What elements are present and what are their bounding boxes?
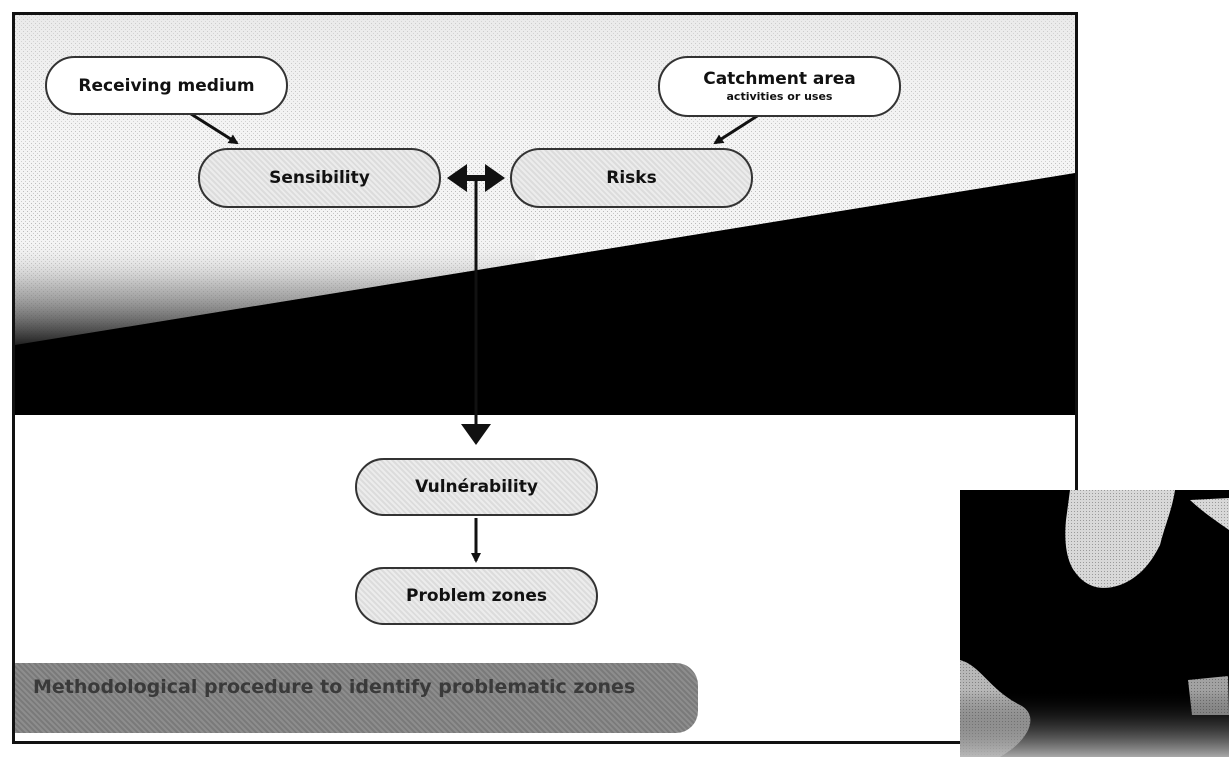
- receiving-medium-label: Receiving medium: [78, 75, 255, 96]
- diagram-frame: Receiving medium Catchment area activiti…: [12, 12, 1078, 744]
- catchment-area-sublabel: activities or uses: [726, 90, 833, 103]
- receiving-medium-box: Receiving medium: [45, 56, 288, 115]
- vertical-connector-head: [461, 424, 491, 445]
- sensibility-label: Sensibility: [269, 168, 370, 188]
- risks-label: Risks: [606, 168, 657, 188]
- double-arrow-right-head: [485, 164, 505, 192]
- diagram-background-graphic: [15, 15, 1075, 563]
- caption-text: Methodological procedure to identify pro…: [33, 676, 636, 698]
- sensibility-box: Sensibility: [198, 148, 441, 208]
- double-arrow-shaft: [465, 175, 487, 181]
- problem-zones-box: Problem zones: [355, 567, 598, 625]
- landscape-photo-graphic: [960, 490, 1229, 757]
- landscape-photo: [960, 490, 1229, 757]
- photo-ground-fade: [960, 690, 1229, 757]
- catchment-area-box: Catchment area activities or uses: [658, 56, 901, 117]
- vulnerability-box: Vulnérability: [355, 458, 598, 516]
- problem-zones-label: Problem zones: [405, 586, 547, 606]
- double-arrow-left-head: [447, 164, 467, 192]
- risks-box: Risks: [510, 148, 753, 208]
- caption-bar: Methodological procedure to identify pro…: [15, 663, 698, 733]
- photo-right-highlight: [1190, 498, 1229, 530]
- vulnerability-label: Vulnérability: [415, 477, 538, 497]
- catchment-area-label: Catchment area: [703, 69, 856, 89]
- photo-sky: [1065, 490, 1175, 588]
- dark-wedge-band: [15, 173, 1075, 415]
